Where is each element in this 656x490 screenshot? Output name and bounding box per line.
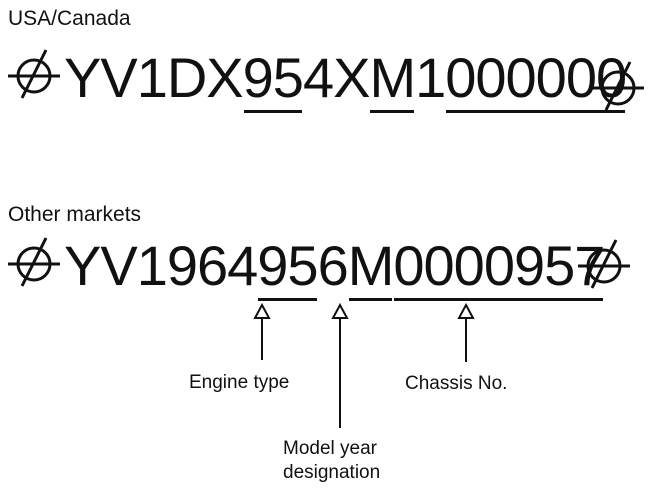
- emblem-icon: [8, 49, 60, 99]
- usa-vin-year: M: [369, 46, 416, 113]
- other-vin-year: M: [347, 234, 394, 301]
- chassis-number-label: Chassis No.: [405, 373, 508, 394]
- emblem-icon: [592, 61, 644, 111]
- usa-vin-chassis: 000000: [445, 46, 627, 113]
- usa-vin-mid2: 1: [415, 46, 446, 109]
- emblem-icon: [578, 239, 630, 289]
- model-year-line2: designation: [283, 461, 381, 483]
- engine-arrow: [253, 302, 271, 360]
- other-vin-mid: 6: [317, 234, 349, 297]
- usa-vin-engine: 95: [242, 46, 304, 113]
- emblem-icon: [8, 237, 60, 287]
- other-markets-label: Other markets: [8, 203, 142, 226]
- engine-type-label: Engine type: [189, 372, 290, 393]
- usa-vin-mid: 4X: [302, 46, 370, 109]
- usa-canada-label: USA/Canada: [8, 7, 131, 30]
- other-vin-prefix: YV1964: [64, 234, 258, 297]
- model-year-line1: Model year: [283, 438, 377, 459]
- other-vin-engine: 95: [257, 234, 319, 301]
- year-arrow: [331, 302, 349, 428]
- usa-vin-prefix: YV1DX: [64, 46, 244, 109]
- chassis-arrow: [457, 302, 475, 362]
- model-year-label: Model year designation: [283, 437, 380, 485]
- other-vin: YV1964956M0000957: [64, 234, 605, 301]
- other-vin-chassis: 0000957: [393, 234, 605, 301]
- usa-vin: YV1DX954XM1000000: [64, 46, 627, 113]
